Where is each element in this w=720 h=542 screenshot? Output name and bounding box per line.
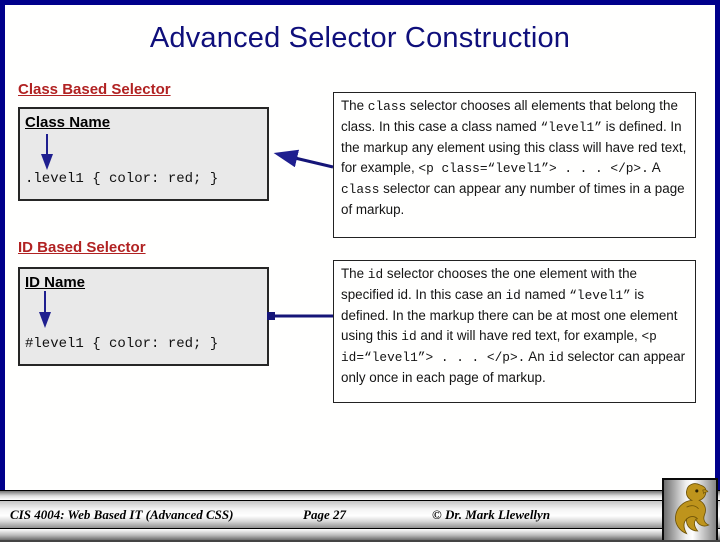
- text-run: selector chooses the one element with th…: [341, 266, 637, 302]
- footer-course-label: CIS 4004: Web Based IT (Advanced CSS): [10, 507, 234, 522]
- id-selector-code: #level1 { color: red; }: [25, 336, 219, 352]
- text-run: is defined. In the markup any element us…: [341, 119, 687, 175]
- class-explanation-box: The class selector chooses all elements …: [333, 92, 696, 238]
- text-run: The: [341, 98, 368, 113]
- ucf-pegasus-logo-icon: [667, 481, 713, 540]
- footer-bar: CIS 4004: Web Based IT (Advanced CSS) Pa…: [0, 501, 720, 529]
- code-text-run: <p class=“level1”> . . . </p>.: [418, 161, 649, 176]
- code-text-run: “level1”: [540, 120, 602, 135]
- text-run: named: [520, 287, 570, 302]
- class-selector-diagram-box: Class Name .level1 { color: red; }: [18, 107, 269, 201]
- class-connector-line: [273, 149, 334, 169]
- code-text-run: id: [401, 329, 417, 344]
- text-run: and it will have red text, for example,: [416, 328, 642, 343]
- class-selector-code: .level1 { color: red; }: [25, 171, 219, 187]
- text-run: selector chooses all elements that belon…: [341, 98, 678, 134]
- page-title: Advanced Selector Construction: [149, 22, 571, 54]
- code-text-run: id: [505, 288, 521, 303]
- code-text-run: id: [367, 267, 384, 282]
- footer-bottom-strip: [0, 529, 720, 542]
- text-run: The: [341, 266, 368, 281]
- id-selector-diagram-box: ID Name #level1 { color: red; }: [18, 267, 269, 366]
- code-text-run: class: [367, 99, 407, 114]
- code-text-run: “level1”: [569, 288, 631, 303]
- footer-page-number: Page 27: [303, 507, 346, 522]
- class-name-label: Class Name: [25, 114, 111, 131]
- code-text-run: id: [548, 350, 564, 365]
- logo-strip: [662, 478, 718, 540]
- id-explanation-box: The id selector chooses the one element …: [333, 260, 696, 403]
- code-text-run: class: [341, 182, 380, 197]
- text-run: An: [525, 349, 549, 364]
- footer-copyright: © Dr. Mark Llewellyn: [432, 507, 551, 522]
- footer-top-strip: [0, 490, 720, 501]
- text-run: selector can appear only once in each pa…: [341, 349, 686, 385]
- section-heading-id: ID Based Selector: [18, 239, 146, 256]
- code-text-run: <p id=“level1”> . . . </p>.: [341, 329, 657, 365]
- slide-footer: CIS 4004: Web Based IT (Advanced CSS) Pa…: [0, 490, 720, 542]
- text-run: selector can appear any number of times …: [341, 181, 685, 217]
- id-name-label: ID Name: [25, 274, 86, 291]
- text-run: is defined. In the markup there can be a…: [341, 287, 678, 343]
- text-run: A: [648, 160, 660, 175]
- section-heading-class: Class Based Selector: [18, 81, 171, 98]
